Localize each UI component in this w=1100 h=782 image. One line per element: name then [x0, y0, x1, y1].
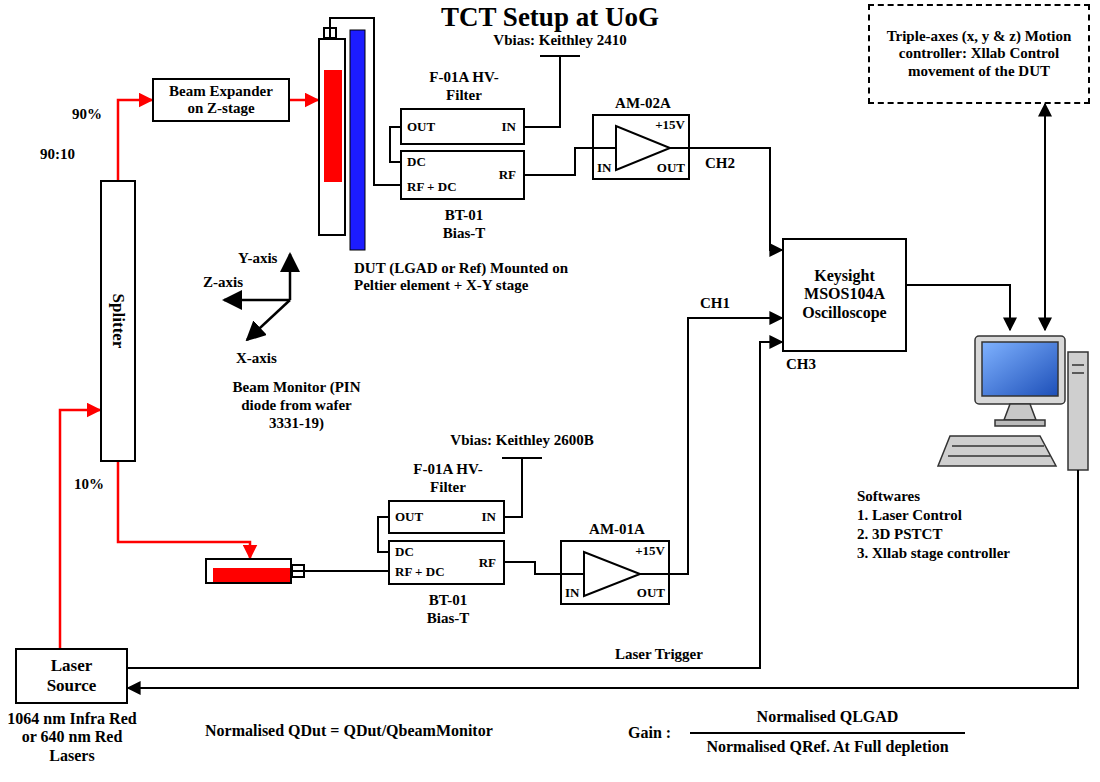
node-text: BT-01 Bias-T — [429, 206, 499, 242]
annotation-label: Gain : — [628, 724, 671, 742]
node-text: IN — [565, 586, 579, 601]
annotation-label: 90:10 — [40, 146, 75, 163]
annotation-label: CH3 — [786, 356, 816, 373]
laser-beam — [118, 462, 250, 558]
signal-wire — [907, 285, 1010, 330]
node-text: +15V — [635, 544, 665, 559]
edge-label: Laser Trigger — [615, 646, 703, 663]
node-text: OUT — [407, 119, 435, 134]
signal-wire — [378, 517, 388, 552]
signal-wire — [390, 127, 400, 162]
laser-beam — [118, 100, 152, 180]
annotation-label: Y-axis — [238, 250, 277, 267]
node-text: OUT — [657, 161, 685, 176]
annotation-label: X-axis — [236, 350, 277, 367]
signal-wire — [525, 148, 592, 175]
bias-tee: DCRF + DCRFBT-01 Bias-T — [388, 540, 505, 585]
node-text: OUT — [395, 510, 423, 525]
amplifier-symbol — [560, 126, 690, 596]
node-text: 3. Xllab stage controller — [857, 545, 1027, 562]
node-text: DUT (LGAD or Ref) Mounted on Peltier ele… — [354, 260, 569, 295]
amplifier-box: AM-01A+15VINOUT — [560, 540, 670, 605]
annotation-label: Vbias: Keithley 2600B — [422, 432, 622, 449]
signal-wire — [292, 570, 388, 572]
node-text: Triple-axes (x, y & z) Motion controller… — [879, 28, 1079, 80]
signal-wire — [505, 562, 560, 574]
beam-monitor: Beam Monitor (PIN diode from wafer 3331-… — [205, 558, 292, 584]
computer: Softwares1. Laser Control2. 3D PSTCT3. X… — [935, 330, 1090, 470]
hv-filter: F-01A HV-FilterOUTIN — [400, 108, 525, 145]
node-text: +15V — [655, 118, 685, 133]
annotation-label: Vbias: Keithley 2410 — [460, 32, 660, 49]
node-text: IN — [502, 119, 516, 134]
node-text: RF + DC — [407, 180, 457, 195]
node-text: Keysight MSOS104A Oscilloscope — [790, 267, 900, 322]
node-text: OUT — [637, 586, 665, 601]
edge-label: 90% — [72, 106, 102, 123]
bias-tee: DCRF + DCRFBT-01 Bias-T — [400, 150, 525, 200]
node-text: Beam Monitor (PIN diode from wafer 3331-… — [229, 378, 364, 432]
node-text: IN — [597, 161, 611, 176]
splitter-box: Splitter — [100, 180, 136, 462]
signal-wire — [1044, 104, 1046, 330]
laser-beam — [290, 99, 318, 102]
node-text: BT-01 Bias-T — [413, 591, 483, 627]
dut-holder: DUT (LGAD or Ref) Mounted on Peltier ele… — [318, 38, 346, 236]
node-text: AM-02A — [594, 95, 692, 112]
laser-beam — [60, 410, 100, 648]
node-text: 2. 3D PSTCT — [857, 526, 1027, 543]
computer-icon — [938, 336, 1088, 470]
annotation-label: Normalised QDut = QDut/QbeamMonitor — [205, 722, 493, 740]
node-text: Softwares — [857, 488, 1027, 505]
node-text: DC — [395, 545, 414, 560]
node-text: 1. Laser Control — [857, 507, 1027, 524]
node-text: IN — [482, 510, 496, 525]
oscilloscope-box: Keysight MSOS104A Oscilloscope — [782, 238, 907, 352]
node-text: RF + DC — [395, 565, 445, 580]
laser-box: Laser Source — [15, 648, 128, 704]
motion-controller: Triple-axes (x, y & z) Motion controller… — [868, 4, 1090, 104]
node-text: Laser Source — [27, 656, 117, 695]
edge-label: 10% — [74, 476, 104, 493]
node-text: F-01A HV-Filter — [424, 68, 504, 104]
node-text: DC — [407, 155, 426, 170]
annotation-label: Z-axis — [203, 274, 243, 291]
node-text: Beam Expander on Z-stage — [165, 83, 277, 118]
hv-filter: F-01A HV-FilterOUTIN — [388, 500, 505, 534]
signal-wire — [330, 18, 400, 185]
signal-wire — [690, 148, 782, 250]
annotation-label: Normalised QRef. At Full depletion — [690, 738, 965, 756]
edge-label: CH2 — [705, 155, 735, 172]
axes — [224, 254, 290, 340]
node-text: Splitter — [108, 294, 128, 349]
fraction-bar — [690, 733, 965, 734]
signal-wire — [128, 342, 782, 668]
signal-wire — [670, 318, 782, 574]
amplifier-box: AM-02A+15VINOUT — [592, 114, 690, 180]
node-text: RF — [499, 168, 516, 183]
edge-label: CH1 — [700, 295, 730, 312]
process-box: Beam Expander on Z-stage — [152, 78, 290, 122]
node-text: F-01A HV-Filter — [408, 460, 488, 496]
node-text: RF — [479, 555, 496, 570]
annotation-label: Normalised QLGAD — [690, 708, 965, 726]
annotation-label: 1064 nm Infra Red or 640 nm Red Lasers — [6, 710, 138, 765]
signal-wire — [128, 470, 1078, 688]
node-text: AM-01A — [562, 521, 672, 538]
